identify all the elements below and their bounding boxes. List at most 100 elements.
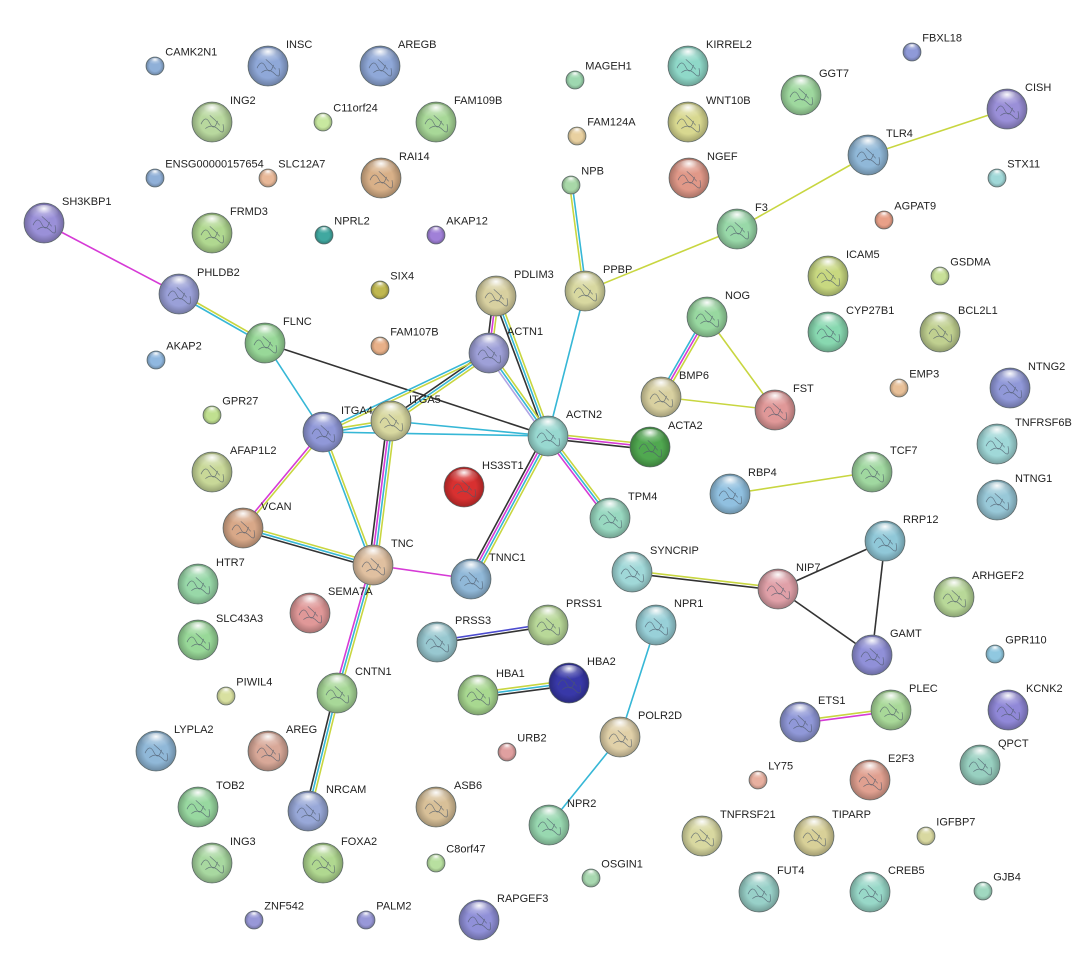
edge-vcan-tnc[interactable] [242, 524, 374, 569]
node-fut4[interactable]: FUT4 [738, 865, 805, 913]
node-gsdma[interactable]: GSDMA [930, 257, 991, 286]
node-mageh1[interactable]: MAGEH1 [565, 61, 632, 90]
node-gpr27[interactable]: GPR27 [202, 396, 258, 425]
edge-tnc-cntn1[interactable] [333, 564, 377, 694]
node-ngef[interactable]: NGEF [668, 151, 738, 199]
node-hs3st1[interactable]: HS3ST1 [443, 460, 524, 508]
node-camk2n1[interactable]: CAMK2N1 [145, 47, 217, 76]
node-tob2[interactable]: TOB2 [177, 780, 245, 828]
node-urb2[interactable]: URB2 [497, 733, 547, 762]
node-ntng2[interactable]: NTNG2 [989, 361, 1065, 409]
node-insc[interactable]: INSC [247, 39, 312, 87]
node-nrcam[interactable]: NRCAM [287, 784, 366, 832]
edge-actn1-itga4[interactable] [322, 351, 490, 434]
node-hba1[interactable]: HBA1 [457, 668, 525, 716]
node-f3[interactable]: F3 [716, 202, 768, 250]
node-piwil4[interactable]: PIWIL4 [216, 677, 272, 706]
node-asb6[interactable]: ASB6 [415, 780, 482, 828]
node-tnfrsf6b[interactable]: TNFRSF6B [976, 417, 1072, 465]
node-pdlim3[interactable]: PDLIM3 [475, 269, 554, 317]
node-c11orf24[interactable]: C11orf24 [313, 103, 378, 132]
node-cntn1[interactable]: CNTN1 [316, 666, 392, 714]
edge-sh3kbp1-phldb2[interactable] [43, 222, 180, 295]
node-hba2[interactable]: HBA2 [548, 656, 616, 704]
edge-itga4-actn2[interactable] [322, 431, 549, 437]
node-gjb4[interactable]: GJB4 [973, 872, 1021, 901]
edge-itga4-tnc[interactable] [321, 431, 375, 566]
node-gamt[interactable]: GAMT [851, 628, 922, 676]
node-kirrel2[interactable]: KIRREL2 [667, 39, 752, 87]
edge-itga4-vcan[interactable] [241, 430, 325, 530]
node-rrp12[interactable]: RRP12 [864, 514, 938, 562]
edge-f3-tlr4[interactable] [736, 154, 869, 230]
node-e2f3[interactable]: E2F3 [849, 753, 914, 801]
edge-itga5-tnc[interactable] [368, 420, 396, 566]
node-slc12a7[interactable]: SLC12A7 [258, 159, 325, 188]
node-fam124a[interactable]: FAM124A [567, 117, 636, 146]
node-polr2d[interactable]: POLR2D [599, 710, 682, 758]
node-tcf7[interactable]: TCF7 [851, 445, 918, 493]
node-tpm4[interactable]: TPM4 [589, 491, 657, 539]
node-fbxl18[interactable]: FBXL18 [902, 33, 962, 62]
node-nprl2[interactable]: NPRL2 [314, 216, 370, 245]
node-emp3[interactable]: EMP3 [889, 369, 939, 398]
node-vcan[interactable]: VCAN [222, 501, 292, 549]
node-tnfrsf21[interactable]: TNFRSF21 [681, 809, 776, 857]
edge-actn2-tnnc1[interactable] [466, 433, 553, 582]
node-afap1l2[interactable]: AFAP1L2 [191, 445, 276, 493]
node-actn2[interactable]: ACTN2 [527, 409, 602, 457]
node-nip7[interactable]: NIP7 [757, 562, 820, 610]
node-tiparp[interactable]: TIPARP [793, 809, 871, 857]
node-npr2[interactable]: NPR2 [528, 798, 596, 846]
node-ly75[interactable]: LY75 [748, 761, 793, 790]
node-cyp27b1[interactable]: CYP27B1 [807, 305, 894, 353]
node-tlr4[interactable]: TLR4 [847, 128, 913, 176]
edge-rbp4-tcf7[interactable] [729, 471, 873, 495]
node-gpr110[interactable]: GPR110 [985, 635, 1047, 664]
node-frmd3[interactable]: FRMD3 [191, 206, 268, 254]
node-npr1[interactable]: NPR1 [635, 598, 703, 646]
node-itga5[interactable]: ITGA5 [370, 394, 441, 442]
node-akap2[interactable]: AKAP2 [146, 341, 202, 370]
node-cish[interactable]: CISH [986, 82, 1051, 130]
edge-ppbp-actn2[interactable] [547, 290, 586, 437]
node-wnt10b[interactable]: WNT10B [667, 95, 751, 143]
node-htr7[interactable]: HTR7 [177, 557, 245, 605]
node-icam5[interactable]: ICAM5 [807, 249, 880, 297]
node-nog[interactable]: NOG [686, 290, 750, 338]
node-bcl2l1[interactable]: BCL2L1 [919, 305, 998, 353]
node-kcnk2[interactable]: KCNK2 [987, 683, 1063, 731]
node-acta2[interactable]: ACTA2 [629, 420, 703, 468]
node-flnc[interactable]: FLNC [244, 316, 312, 364]
node-osgin1[interactable]: OSGIN1 [581, 859, 643, 888]
node-akap12[interactable]: AKAP12 [426, 216, 488, 245]
node-znf542[interactable]: ZNF542 [244, 901, 304, 930]
node-stx11[interactable]: STX11 [987, 159, 1040, 188]
node-prss3[interactable]: PRSS3 [416, 615, 491, 663]
node-tnnc1[interactable]: TNNC1 [450, 552, 526, 600]
edge-flnc-actn2[interactable] [264, 342, 549, 437]
node-lypla2[interactable]: LYPLA2 [135, 724, 214, 772]
node-ensg00000157654[interactable]: ENSG00000157654 [145, 159, 264, 188]
node-ets1[interactable]: ETS1 [779, 695, 846, 743]
node-agpat9[interactable]: AGPAT9 [874, 201, 936, 230]
node-ing3[interactable]: ING3 [191, 836, 256, 884]
node-phldb2[interactable]: PHLDB2 [158, 267, 240, 315]
node-fst[interactable]: FST [754, 383, 814, 431]
edge-tlr4-cish[interactable] [867, 108, 1008, 156]
node-arhgef2[interactable]: ARHGEF2 [933, 570, 1024, 618]
node-ntng1[interactable]: NTNG1 [976, 473, 1052, 521]
node-syncrip[interactable]: SYNCRIP [611, 545, 699, 593]
node-sh3kbp1[interactable]: SH3KBP1 [23, 196, 112, 244]
node-ppbp[interactable]: PPBP [564, 264, 632, 312]
node-aregb[interactable]: AREGB [359, 39, 437, 87]
node-c8orf47[interactable]: C8orf47 [426, 844, 485, 873]
node-areg[interactable]: AREG [247, 724, 317, 772]
node-creb5[interactable]: CREB5 [849, 865, 925, 913]
node-slc43a3[interactable]: SLC43A3 [177, 613, 263, 661]
edge-syncrip-nip7[interactable] [631, 569, 779, 592]
node-ing2[interactable]: ING2 [191, 95, 256, 143]
node-fam109b[interactable]: FAM109B [415, 95, 502, 143]
node-palm2[interactable]: PALM2 [356, 901, 412, 930]
node-qpct[interactable]: QPCT [959, 738, 1029, 786]
